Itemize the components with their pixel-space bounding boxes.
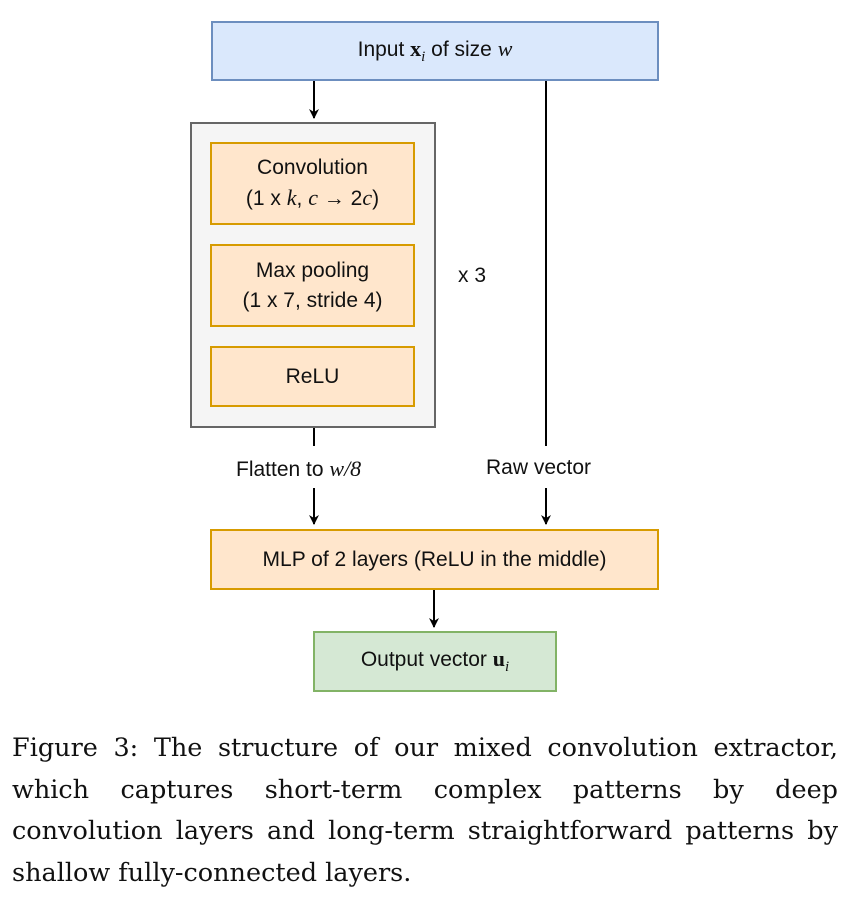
relu-box: ReLU	[210, 346, 415, 407]
architecture-diagram: Input xi of size w Convolution (1 x k, c…	[190, 21, 659, 692]
input-box: Input xi of size w	[211, 21, 659, 81]
output-box: Output vector ui	[313, 631, 557, 692]
mlp-box: MLP of 2 layers (ReLU in the middle)	[210, 529, 659, 590]
convolution-box: Convolution (1 x k, c → 2c)	[210, 142, 415, 225]
max-pooling-label: Max pooling	[255, 259, 370, 283]
connector-arrows	[309, 81, 551, 628]
convolution-label: Convolution	[257, 156, 368, 180]
figure-caption: Figure 3: The structure of our mixed con…	[12, 733, 838, 888]
input-box-label: Input xi of size w	[357, 35, 513, 66]
convolution-params: (1 x k, c → 2c)	[245, 184, 380, 210]
repeat-count-label: x 3	[458, 264, 487, 287]
output-label: Output vector ui	[360, 646, 510, 676]
max-pooling-params: (1 x 7, stride 4)	[242, 288, 383, 312]
relu-label: ReLU	[285, 364, 340, 388]
raw-vector-label: Raw vector	[486, 456, 592, 479]
max-pooling-box: Max pooling (1 x 7, stride 4)	[210, 244, 415, 327]
flatten-label: Flatten to w/8	[236, 456, 362, 481]
mlp-label: MLP of 2 layers (ReLU in the middle)	[262, 547, 607, 571]
